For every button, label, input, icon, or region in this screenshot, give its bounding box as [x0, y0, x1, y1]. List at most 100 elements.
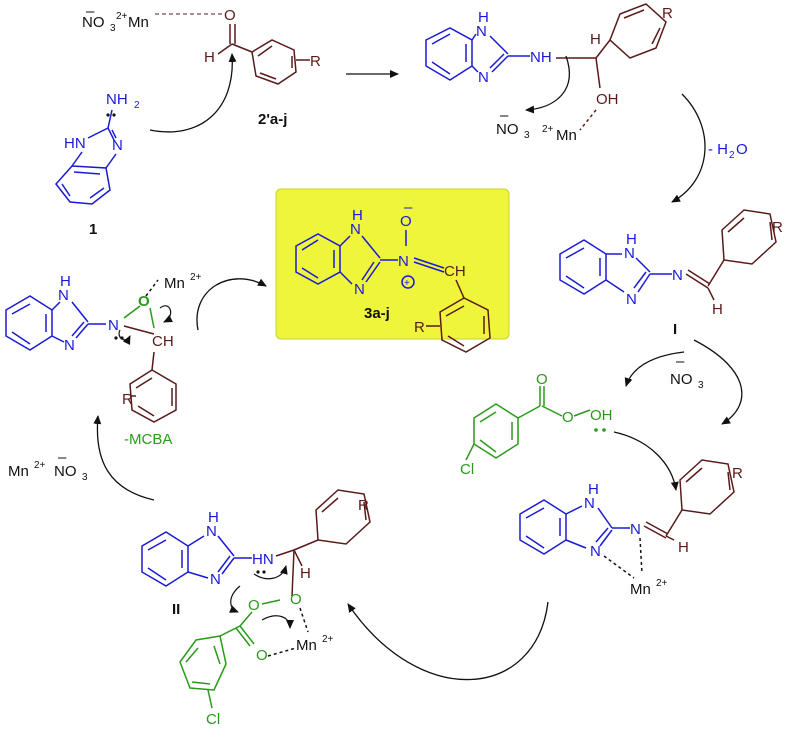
- mn-nitrate-hemiaminal: – NO 3 2+ Mn: [496, 107, 577, 144]
- svg-text:N: N: [626, 291, 637, 308]
- svg-text:N: N: [476, 23, 487, 40]
- mn-imine-complex: Mn 2+: [630, 578, 668, 598]
- nitrate-arrow-right: [693, 339, 743, 425]
- svg-text:R: R: [772, 219, 783, 236]
- svg-text:N: N: [590, 543, 601, 560]
- svg-text:N: N: [58, 287, 69, 304]
- step-arrow-to-II: [347, 601, 549, 681]
- svg-text:N: N: [350, 221, 361, 238]
- nucleophilic-attack-arrow: [149, 53, 237, 133]
- svg-text:H: H: [712, 301, 723, 318]
- svg-text:R: R: [310, 53, 321, 70]
- label-intermediate-II: II: [172, 601, 180, 618]
- svg-text:3: 3: [524, 130, 530, 141]
- svg-text:H: H: [300, 565, 311, 582]
- intermediate-II: H N N HN: [141, 509, 274, 588]
- svg-text:+: +: [404, 278, 410, 289]
- svg-text:O: O: [224, 7, 236, 24]
- nitrate-right: – NO 3: [670, 353, 704, 391]
- svg-text:O: O: [536, 371, 548, 388]
- svg-text:Mn: Mn: [556, 127, 577, 144]
- svg-text:H: H: [588, 481, 599, 498]
- svg-text:NO: NO: [496, 121, 519, 138]
- svg-text:2: 2: [729, 150, 735, 161]
- svg-text:H: H: [590, 31, 601, 48]
- svg-text:CH: CH: [444, 263, 466, 280]
- svg-text:N: N: [672, 267, 683, 284]
- svg-text:O: O: [290, 591, 302, 608]
- svg-text:2+: 2+: [116, 11, 128, 22]
- svg-text:N: N: [64, 337, 75, 354]
- svg-text:O: O: [562, 409, 574, 426]
- svg-text:O: O: [256, 647, 268, 664]
- hemiaminal-carbon: H R OH: [556, 3, 673, 131]
- minus-mcba-label: -MCBA: [124, 431, 172, 448]
- product-3-nitrone: H N N N + O – CH: [295, 199, 466, 298]
- svg-text:N: N: [398, 253, 409, 270]
- svg-text:NO: NO: [54, 463, 77, 480]
- dehydration-arrow: [671, 93, 706, 203]
- svg-text:Mn: Mn: [164, 275, 185, 292]
- svg-text:H: H: [678, 539, 689, 556]
- svg-text:HN: HN: [64, 135, 86, 152]
- svg-text:2: 2: [134, 100, 140, 111]
- svg-text:N: N: [478, 69, 489, 86]
- svg-text:R: R: [122, 391, 133, 408]
- svg-text:3: 3: [82, 472, 88, 483]
- svg-text:NO: NO: [670, 371, 693, 388]
- label-intermediate-I: I: [673, 321, 677, 338]
- svg-text:NO: NO: [82, 14, 105, 31]
- svg-text:N: N: [112, 137, 123, 154]
- svg-text:2+: 2+: [656, 578, 668, 589]
- label-compound-2: 2'a-j: [258, 111, 287, 128]
- svg-text:H: H: [204, 49, 215, 66]
- svg-text:Cl: Cl: [460, 461, 474, 478]
- svg-text:3: 3: [110, 23, 116, 34]
- imine-mn-benzylidene: H R: [603, 459, 743, 579]
- svg-text:O: O: [736, 141, 748, 158]
- svg-text:OH: OH: [590, 407, 613, 424]
- II-lone-pair-arrow: [253, 565, 288, 580]
- oxaziridine-complex: H N N N: [5, 273, 124, 354]
- svg-text:2+: 2+: [542, 124, 554, 135]
- svg-text:3: 3: [698, 380, 704, 391]
- svg-text:2+: 2+: [322, 634, 334, 645]
- product-3-aryl: R: [414, 279, 491, 353]
- mcpba-peracid: O O OH Cl: [460, 371, 613, 478]
- label-compound-1: 1: [89, 221, 97, 238]
- product-formation-arrow: [196, 278, 267, 331]
- svg-text:Mn: Mn: [296, 637, 317, 654]
- svg-text:–: –: [58, 449, 67, 466]
- svg-text:H: H: [478, 9, 489, 26]
- svg-text:N: N: [584, 495, 595, 512]
- intermediate-II-peroxy: O O O Cl: [179, 591, 309, 728]
- svg-text:NH: NH: [106, 91, 128, 108]
- intermediate-I-benzylidene: H R: [685, 209, 783, 318]
- hemiaminal-intermediate: H N N NH: [425, 9, 552, 86]
- svg-text:Mn: Mn: [128, 14, 149, 31]
- svg-text:O: O: [248, 597, 260, 614]
- intermediate-II-carbon: R H: [275, 489, 371, 597]
- compound-1-aminobenzimidazole: NH 2 HN N: [55, 91, 140, 205]
- oxaziridine-ring: O CH R: [122, 279, 177, 423]
- II-peroxide-arrow-2: [261, 615, 294, 629]
- mn-nitrate-left: Mn 2+ – NO 3: [8, 449, 88, 483]
- mn-intermediate-II: Mn 2+: [296, 634, 334, 654]
- proton-transfer-arrow: [525, 55, 570, 114]
- svg-text:R: R: [732, 465, 743, 482]
- intermediate-I-imine: H N N N: [559, 231, 683, 308]
- svg-text:N: N: [108, 317, 119, 334]
- aldehyde-2: O H R: [204, 7, 321, 85]
- svg-text:N: N: [624, 245, 635, 262]
- svg-text:Mn: Mn: [630, 581, 651, 598]
- svg-text:N: N: [630, 521, 641, 538]
- svg-text:NH: NH: [530, 49, 552, 66]
- label-compound-3: 3a-j: [364, 305, 390, 322]
- svg-text:HN: HN: [252, 551, 274, 568]
- svg-text:2+: 2+: [190, 272, 202, 283]
- svg-text:O: O: [138, 293, 150, 310]
- mn-nitrate-top: – NO 3 2+ Mn: [82, 3, 222, 34]
- svg-text:–: –: [676, 353, 685, 370]
